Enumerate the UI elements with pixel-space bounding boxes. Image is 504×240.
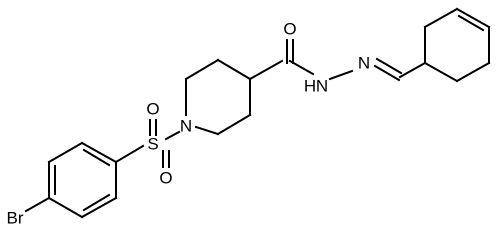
bond bbox=[248, 59, 284, 81]
bond bbox=[288, 59, 315, 76]
bond bbox=[455, 7, 491, 29]
bond bbox=[24, 196, 51, 213]
carbonyl-oxygen-label: O bbox=[283, 20, 296, 39]
bond bbox=[216, 58, 252, 81]
bond bbox=[47, 196, 84, 219]
piperidine-ring bbox=[184, 58, 252, 136]
bond bbox=[184, 58, 220, 81]
sulfonyl-oxygen-bottom-label: O bbox=[159, 169, 172, 188]
bromine-atom-label: Br bbox=[7, 209, 24, 228]
piperidine-nitrogen-label: N bbox=[180, 117, 192, 136]
bond bbox=[164, 130, 181, 141]
sulfur-atom-label: S bbox=[147, 135, 158, 154]
hydrazide-nitrogen-label: N bbox=[316, 77, 328, 96]
bond bbox=[398, 61, 427, 79]
molecule-drawing: Br S O O N O N H N bbox=[7, 7, 491, 228]
bond bbox=[423, 61, 459, 83]
bond bbox=[423, 7, 459, 29]
sulfonyl-oxygen-top-label: O bbox=[146, 100, 159, 119]
cyclohexenyl-ring bbox=[423, 7, 491, 83]
bond bbox=[80, 141, 118, 164]
bond bbox=[216, 113, 252, 136]
bond bbox=[194, 125, 220, 136]
bond bbox=[47, 141, 84, 164]
imine-nitrogen-label: N bbox=[358, 54, 370, 73]
bond bbox=[114, 144, 145, 164]
bond bbox=[328, 69, 354, 81]
hydrazide-hydrogen-label: H bbox=[304, 77, 316, 96]
bond bbox=[373, 64, 401, 82]
bromophenyl-ring bbox=[47, 141, 118, 219]
structure-diagram: Br S O O N O N H N bbox=[7, 7, 491, 228]
bond bbox=[457, 14, 485, 32]
bond bbox=[80, 196, 118, 219]
bond bbox=[82, 193, 111, 212]
bond bbox=[82, 148, 111, 167]
bond bbox=[455, 61, 491, 83]
bond bbox=[375, 57, 403, 75]
